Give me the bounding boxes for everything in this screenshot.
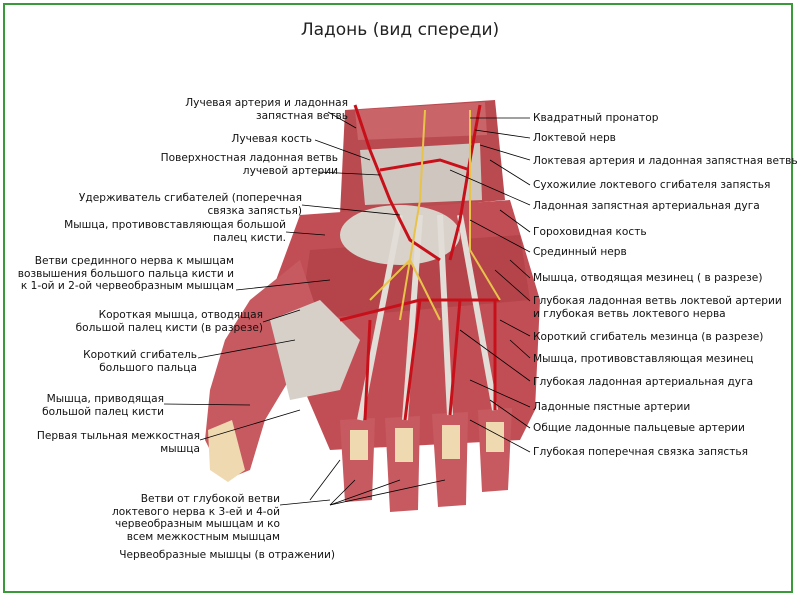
label-radius-bone: Лучевая кость <box>231 133 312 145</box>
label-ulnar-artery: Локтевая артерия и ладонная запястная ве… <box>533 155 798 167</box>
label-lumbricals: Червеобразные мышцы (в отражении) <box>119 549 335 561</box>
label-palmar-metacarpal-arteries: Ладонные пястные артерии <box>533 401 691 413</box>
label-deep-palmar-branch: Глубокая ладонная ветвь локтевой артерии… <box>533 295 782 320</box>
label-deep-palmar-arch: Глубокая ладонная артериальная дуга <box>533 376 754 388</box>
label-flexor-carpi-ulnaris-tendon: Сухожилие локтевого сгибателя запястья <box>533 179 771 191</box>
label-pisiform-bone: Гороховидная кость <box>533 226 647 238</box>
diagram-title: Ладонь (вид спереди) <box>300 20 500 40</box>
label-pronator-quadratus: Квадратный пронатор <box>533 112 659 124</box>
arteries <box>339 104 500 421</box>
label-ulnar-nerve: Локтевой нерв <box>533 132 616 144</box>
picture-frame <box>3 3 793 593</box>
label-common-palmar-digital-arteries: Общие ладонные пальцевые артерии <box>533 422 745 434</box>
thumb <box>205 260 360 482</box>
nerves <box>369 109 501 321</box>
label-deep-transverse-ligament: Глубокая поперечная связка запястья <box>533 446 749 458</box>
leader-lines <box>163 111 531 506</box>
label-opponens-digiti-minimi: Мышца, противовставляющая мезинец <box>533 353 754 365</box>
label-median-nerve: Срединный нерв <box>533 246 627 258</box>
label-palmar-carpal-arch: Ладонная запястная артериальная дуга <box>533 200 760 212</box>
label-flexor-digiti-minimi: Короткий сгибатель мезинца (в разрезе) <box>533 331 764 343</box>
label-abductor-digiti-minimi: Мышца, отводящая мезинец ( в разрезе) <box>533 272 763 284</box>
